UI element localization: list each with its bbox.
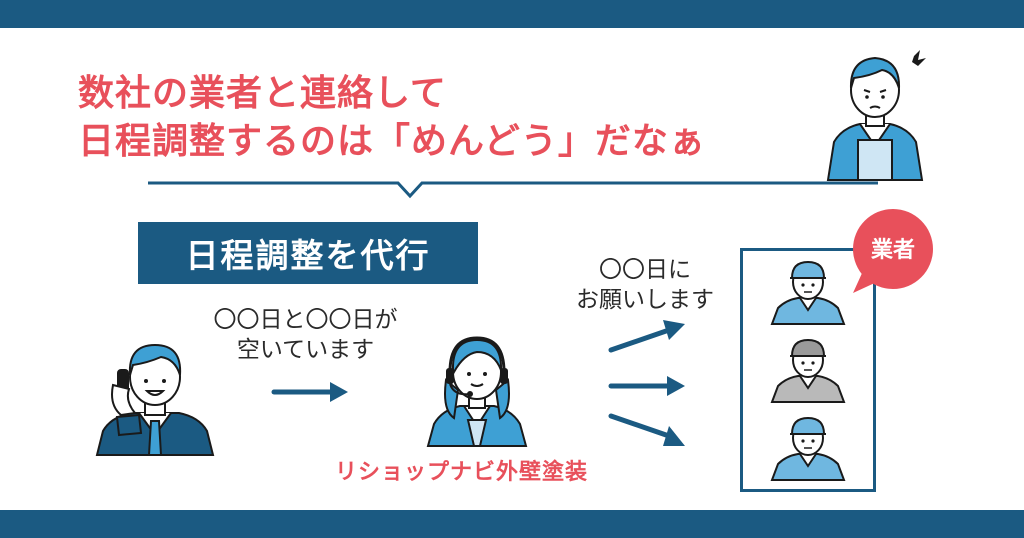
bottom-band (0, 510, 1024, 538)
vendor-request-caption-line-1: 〇〇日に (599, 257, 691, 283)
vendor-request-caption-line-2: お願いします (576, 287, 714, 313)
top-band (0, 0, 1024, 28)
service-badge: 日程調整を代行 (138, 222, 478, 284)
customer-caption-line-2: 空いています (236, 337, 375, 363)
worker-group (770, 260, 846, 481)
headline: 数社の業者と連絡して 日程調整するのは「めんどう」だなぁ (78, 70, 706, 166)
worried-person-icon (826, 50, 926, 181)
headline-line-1: 数社の業者と連絡して (78, 73, 447, 114)
customer-caption-line-1: 〇〇日と〇〇日が (213, 307, 398, 333)
worker-icon (770, 416, 846, 481)
vendor-badge-bubble (853, 209, 933, 293)
customer-caption: 〇〇日と〇〇日が 空いています (198, 305, 413, 365)
operator-headset-icon (426, 336, 528, 447)
arrow-to-operator-icon (271, 382, 348, 402)
headline-line-2: 日程調整するのは「めんどう」だなぁ (78, 121, 706, 162)
vendor-request-caption: 〇〇日に お願いします (560, 255, 730, 315)
company-name: リショップナビ外壁塗装 (335, 460, 589, 485)
customer-phone-icon (95, 343, 215, 456)
worker-icon (770, 260, 846, 325)
arrows-to-vendors-icon (608, 320, 685, 446)
vendor-badge-label: 業者 (870, 238, 915, 263)
worker-icon (770, 338, 846, 403)
